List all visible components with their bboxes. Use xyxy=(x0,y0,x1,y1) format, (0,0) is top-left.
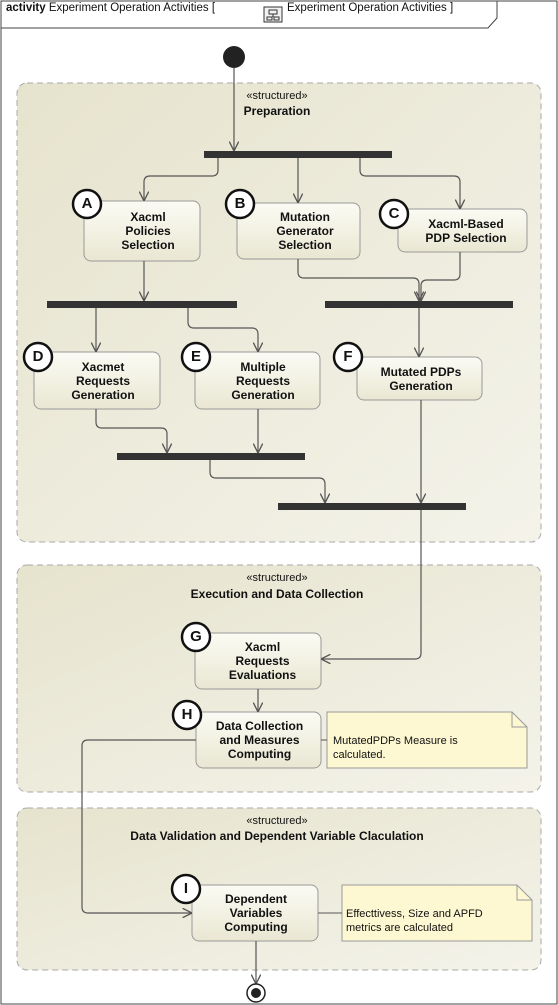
badge-e-circle xyxy=(180,341,212,373)
flow-c-to-join3 xyxy=(421,252,461,301)
region-2-stereotype: «structured» xyxy=(246,572,308,584)
badge-h: H xyxy=(181,706,193,723)
action-a-label: Xacml Policies Selection xyxy=(121,210,175,252)
diagram-header-reference: Experiment Operation Activities ] xyxy=(287,2,453,14)
action-d-label: Xacmet Requests Generation xyxy=(71,359,135,402)
diagram-header: activity Experiment Operation Activities… xyxy=(6,2,215,14)
header-reference: Experiment Operation Activities xyxy=(287,2,447,14)
region-3-stereotype: «structured» xyxy=(246,815,308,827)
action-c-box xyxy=(397,208,528,253)
badge-d: D xyxy=(32,348,44,365)
flow-join4-to-join5 xyxy=(209,460,325,503)
badge-g: G xyxy=(190,628,202,645)
flow-fork2-to-e xyxy=(187,308,258,352)
region-2-name: Execution and Data Collection xyxy=(190,587,364,601)
region-1-stereotype: «structured» xyxy=(246,90,308,102)
badge-b: B xyxy=(234,195,246,212)
flow-fork-to-a xyxy=(144,158,219,201)
note-2-text: Effecttivess, Size and APFD metrics are … xyxy=(346,908,483,934)
join-bar-4 xyxy=(117,453,305,460)
badge-c-circle xyxy=(378,198,410,230)
final-node xyxy=(251,988,261,998)
region-1-name: Preparation xyxy=(243,104,311,118)
header-keyword: activity xyxy=(6,2,46,14)
badge-i: I xyxy=(183,880,189,897)
flow-d-to-join4 xyxy=(95,409,167,453)
action-c-label: Xacml-Based PDP Selection xyxy=(425,216,507,245)
flow-b-to-join3 xyxy=(297,259,419,301)
region-3-name: Data Validation and Dependent Variable C… xyxy=(130,829,424,843)
fork-bar-2 xyxy=(47,301,237,308)
header-bracket-close: ] xyxy=(450,2,454,14)
badge-d-circle xyxy=(22,341,54,373)
action-i-label: Dependent Variables Computing xyxy=(224,892,288,934)
action-b-label: Mutation Generator Selection xyxy=(276,210,334,252)
badge-c: C xyxy=(388,205,400,222)
badge-f: F xyxy=(343,348,353,365)
note-2-box xyxy=(341,884,533,942)
action-g-label: Xacml Requests Evaluations xyxy=(228,640,297,682)
flow-h-to-i xyxy=(81,739,196,913)
badge-b-circle xyxy=(224,188,256,220)
badge-e: E xyxy=(190,348,201,365)
action-e-label: Multiple Requests Generation xyxy=(231,359,295,402)
note-1-text: MutatedPDPs Measure is calculated. xyxy=(333,735,458,761)
badge-a-circle xyxy=(71,188,103,220)
fork-bar-1 xyxy=(204,151,392,158)
badge-h-circle xyxy=(171,699,203,731)
join-bar-3 xyxy=(325,301,513,308)
badge-f-circle xyxy=(332,341,364,373)
flow-join5-to-g xyxy=(321,510,422,659)
header-bracket-open: [ xyxy=(211,2,216,14)
note-1-box xyxy=(326,711,528,769)
action-d-box xyxy=(33,351,161,410)
join-bar-5 xyxy=(278,503,466,510)
header-tab xyxy=(1,1,498,29)
badge-a: A xyxy=(81,195,93,212)
badge-i-circle xyxy=(170,873,202,905)
action-a-box xyxy=(83,200,201,262)
diagram-reference-icon xyxy=(263,6,283,23)
header-name: Experiment Operation Activities xyxy=(48,2,209,14)
action-f-label: Mutated PDPs Generation xyxy=(380,364,462,393)
badge-g-circle xyxy=(180,621,212,653)
action-h-label: Data Collection and Measures Computing xyxy=(215,719,304,761)
flow-fork-to-c xyxy=(359,158,460,209)
initial-node xyxy=(223,46,245,68)
